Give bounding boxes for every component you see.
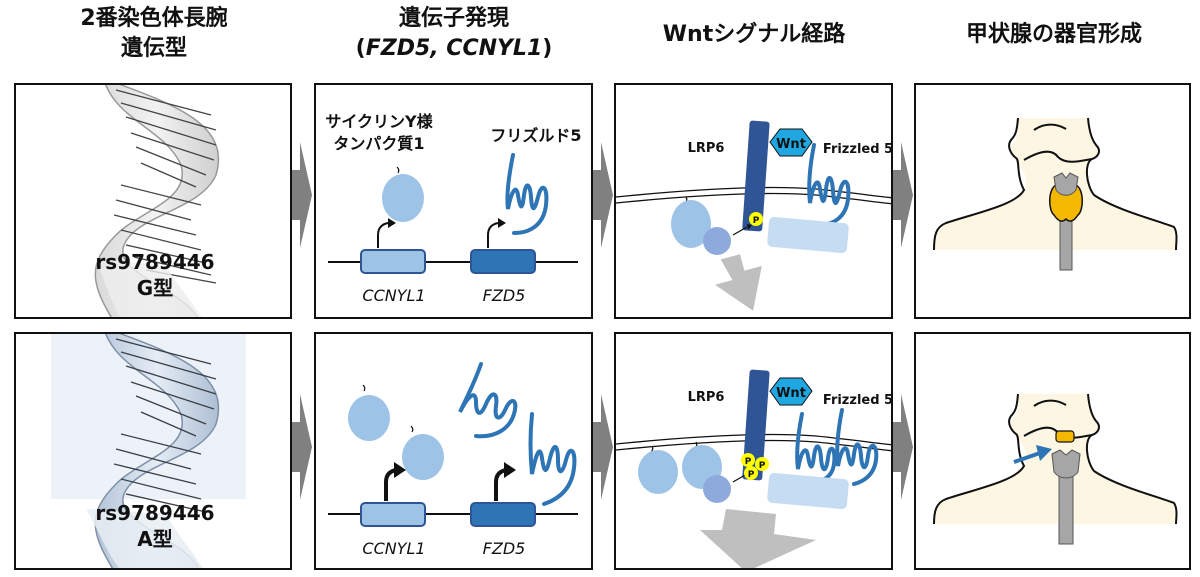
larynx [1053, 172, 1079, 196]
gene-names: FZD5, CCNYL1 [365, 36, 543, 61]
svg-text:P: P [748, 470, 755, 480]
ccnyl1-protein [671, 200, 711, 248]
protein2-label: フリズルド5 [490, 126, 581, 145]
column-title-genotype: 2番染色体長腕 遺伝型 [14, 4, 294, 64]
title-line1: 遺伝子発現 [398, 6, 509, 31]
ccnyl1-gene [360, 502, 426, 527]
lrp6-label: LRP6 [688, 141, 725, 156]
title-line1: Wntシグナル経路 [662, 22, 846, 47]
column-title-expression: 遺伝子発現 (FZD5, CCNYL1) [314, 4, 594, 64]
flow-arrow-r2-1 [290, 394, 312, 500]
transcription-arrow-ccnyl1 [377, 218, 396, 248]
fzd5-gene [470, 502, 536, 527]
expression-diagram-high: CCNYL1 FZD5 [328, 362, 578, 558]
signal-arrow-strong [700, 509, 816, 568]
chin-line [1033, 123, 1067, 131]
wnt-ligand [769, 377, 813, 406]
phospho-site [749, 212, 763, 226]
transcription-arrow-fzd5 [487, 218, 506, 248]
flow-arrow-r1-2 [591, 142, 613, 248]
frizzled-receptor [807, 143, 851, 227]
flow-arrow-r2-2 [591, 394, 613, 500]
protein1-label-line2: タンパク質1 [333, 134, 424, 153]
fzd5-protein [528, 412, 577, 506]
frizzled-receptor [795, 412, 837, 484]
gene2-label: FZD5 [483, 286, 526, 305]
title-line1: 甲状腺の器官形成 [965, 22, 1142, 47]
paren-close: ) [542, 36, 553, 61]
svg-text:P: P [753, 216, 760, 226]
organ-panel-normal [914, 83, 1191, 319]
trachea [1059, 214, 1073, 271]
flow-arrow-r1-3 [891, 142, 913, 248]
cdk-protein [703, 227, 731, 255]
phospho-sites: P P P [741, 453, 769, 480]
wnt-label: Wnt [776, 137, 806, 152]
trachea [1058, 473, 1074, 545]
wnt-diagram-weak: LRP6 Wnt Frizzled 5 P [616, 120, 893, 311]
column-title-organ: 甲状腺の器官形成 [914, 20, 1194, 50]
dna-helix-g: rs9789446 G型 [94, 85, 220, 317]
wnt-diagram-strong: LRP6 Wnt Frizzled 5 P P P [616, 369, 893, 568]
frizzled-label: Frizzled 5 [823, 393, 893, 408]
cdk-protein [703, 475, 731, 503]
larynx [1051, 449, 1081, 479]
wnt-panel-strong: LRP6 Wnt Frizzled 5 P P P [614, 332, 893, 570]
signal-arrow-weak [715, 254, 762, 311]
neck-illustration-ectopic [933, 393, 1178, 545]
title-line2: (FZD5, CCNYL1) [314, 34, 594, 64]
expression-diagram-low: サイクリンY様 タンパク質1 フリズルド5 CCNYL1 FZD5 [325, 112, 581, 305]
transcription-arrow-fzd5 [494, 462, 516, 501]
neck-illustration-normal [933, 117, 1178, 271]
frizzled-receptor [835, 408, 879, 486]
svg-text:P: P [759, 461, 766, 471]
gene1-label: CCNYL1 [362, 286, 425, 305]
flow-arrow-r1-1 [290, 142, 312, 248]
wnt-panel-weak: LRP6 Wnt Frizzled 5 P [614, 83, 893, 319]
genotype-panel-g: rs9789446 G型 [14, 83, 292, 319]
jaw-line [1023, 150, 1093, 163]
fzd5-protein [458, 362, 518, 439]
dishevelled-protein [767, 216, 849, 254]
fzd5-protein [505, 153, 549, 235]
lipid-anchor-icon [396, 166, 400, 174]
frizzled-label: Frizzled 5 [823, 142, 893, 157]
svg-text:P: P [745, 457, 752, 467]
ccnyl1-protein [382, 174, 424, 222]
protein1-label-line1: サイクリンY様 [325, 112, 433, 131]
wnt-label: Wnt [776, 386, 806, 401]
lrp6-label: LRP6 [688, 390, 725, 405]
dishevelled-protein [767, 472, 849, 510]
organ-panel-ectopic [914, 332, 1191, 570]
allele-label: G型 [137, 276, 173, 300]
expression-panel-high: CCNYL1 FZD5 [314, 332, 593, 570]
gene2-label: FZD5 [483, 539, 526, 558]
title-line2: 遺伝型 [120, 36, 187, 61]
ccnyl1-protein [402, 434, 444, 480]
chin-line [1033, 399, 1067, 407]
lrp6-receptor [742, 369, 770, 481]
title-line1: 2番染色体長腕 [80, 6, 228, 31]
ectopic-pointer-arrow [1013, 451, 1041, 464]
genotype-panel-a: rs9789446 A型 [14, 332, 292, 570]
dna-helix-a: rs9789446 A型 [51, 334, 246, 568]
ccnyl1-protein [348, 395, 390, 441]
fzd5-gene [470, 249, 536, 274]
lrp6-receptor [742, 120, 770, 232]
snp-id: rs9789446 [95, 501, 214, 525]
expression-panel-low: サイクリンY様 タンパク質1 フリズルド5 CCNYL1 FZD5 [314, 83, 593, 319]
allele-label: A型 [137, 527, 172, 551]
cell-membrane [616, 433, 891, 446]
transcription-arrow-ccnyl1 [384, 462, 406, 501]
column-title-wnt: Wntシグナル経路 [614, 20, 894, 50]
ccnyl1-gene [360, 249, 426, 274]
paren-open: ( [355, 36, 366, 61]
ccnyl1-protein [638, 450, 678, 494]
cell-membrane [616, 186, 891, 199]
snp-id: rs9789446 [95, 250, 214, 274]
flow-arrow-r2-3 [891, 394, 913, 500]
wnt-ligand [769, 128, 813, 157]
ectopic-thyroid [1055, 430, 1075, 443]
gene1-label: CCNYL1 [362, 539, 425, 558]
